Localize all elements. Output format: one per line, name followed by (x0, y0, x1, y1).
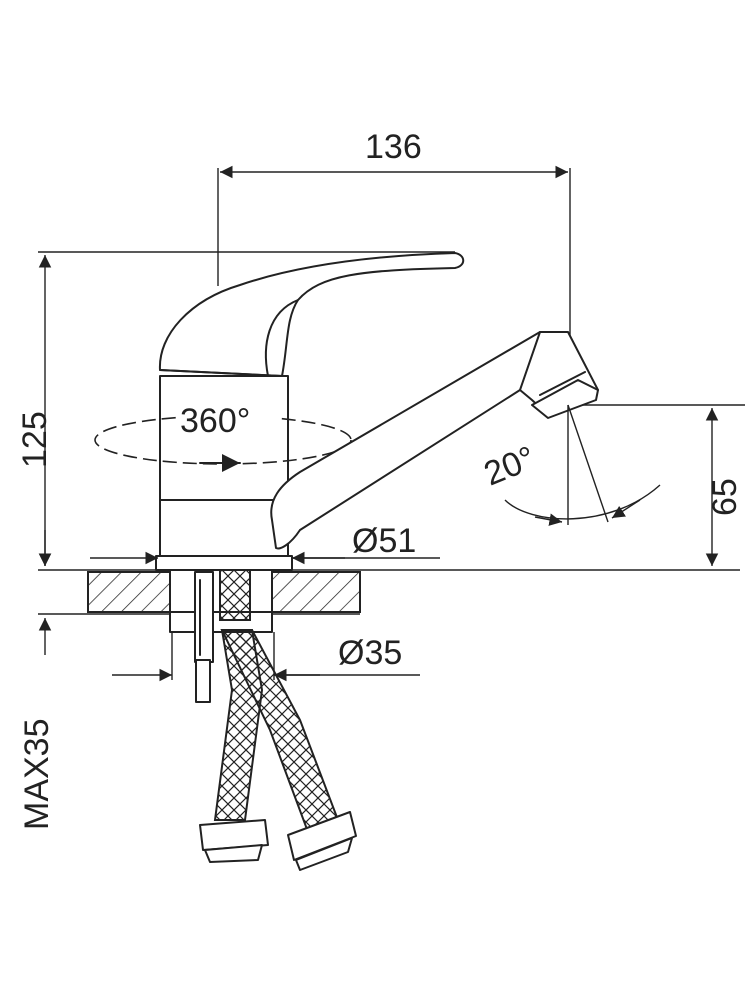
angle-label: 20° (479, 439, 541, 493)
dimension-height-total: 125 (16, 251, 455, 566)
dimension-label-136: 136 (365, 128, 422, 166)
dimension-label-125: 125 (16, 411, 54, 468)
braided-hose-right (220, 629, 357, 871)
rotation-label: 360° (180, 402, 250, 440)
shank-diameter-label: Ø35 (338, 634, 402, 672)
dimension-body-diameter: Ø51 (90, 522, 440, 565)
dimension-max-thickness: MAX35 (18, 530, 56, 830)
spout-angle-indicator: 20° (479, 404, 661, 526)
counter-slab (38, 571, 361, 615)
dimension-label-65: 65 (706, 478, 744, 516)
lever-handle (158, 252, 465, 377)
rotation-indicator: 360° (94, 402, 352, 472)
spout (270, 331, 599, 550)
max-thickness-label: MAX35 (18, 719, 56, 831)
dimension-spout-height: 65 (570, 404, 745, 566)
dimension-width-top: 136 (217, 128, 571, 342)
body-diameter-label: Ø51 (352, 522, 416, 560)
